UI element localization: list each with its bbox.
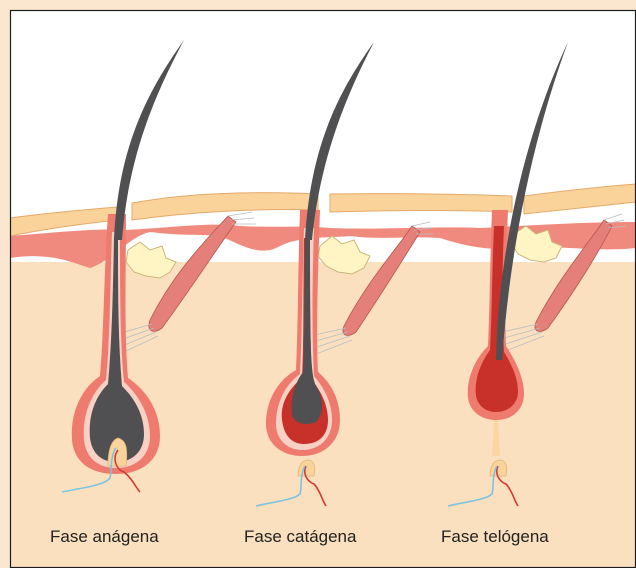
phase-label-telogen: Fase telógena xyxy=(441,527,549,547)
phase-label-anagen: Fase anágena xyxy=(50,527,159,547)
phase-label-catagen: Fase catágena xyxy=(244,527,356,547)
epidermis xyxy=(330,194,512,212)
